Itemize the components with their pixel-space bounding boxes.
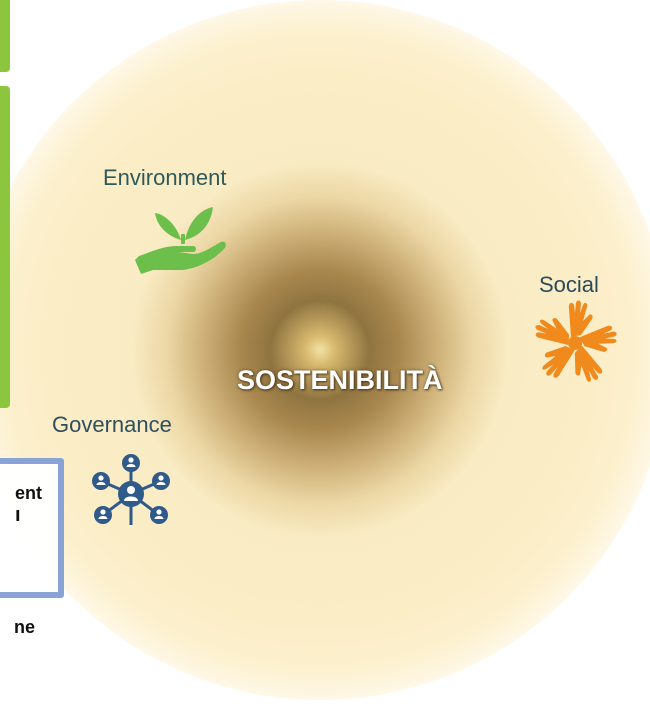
social-label: Social (539, 272, 599, 297)
callout-text-fragment-3: ne (14, 617, 36, 637)
environment-label: Environment (103, 165, 227, 190)
callout-text-fragment-1: ent (15, 483, 42, 503)
governance-label: Governance (52, 412, 172, 437)
network-people-icon (92, 454, 170, 525)
blue-callout-box (0, 458, 64, 598)
diagram-title: SOSTENIBILITÀ (237, 365, 443, 395)
plant-hand-icon (135, 207, 226, 274)
green-sidebar-panel (0, 86, 10, 408)
callout-text-fragment-2: ı (15, 504, 21, 526)
joined-hands-icon (532, 300, 621, 386)
green-sidebar-tab (0, 0, 10, 72)
